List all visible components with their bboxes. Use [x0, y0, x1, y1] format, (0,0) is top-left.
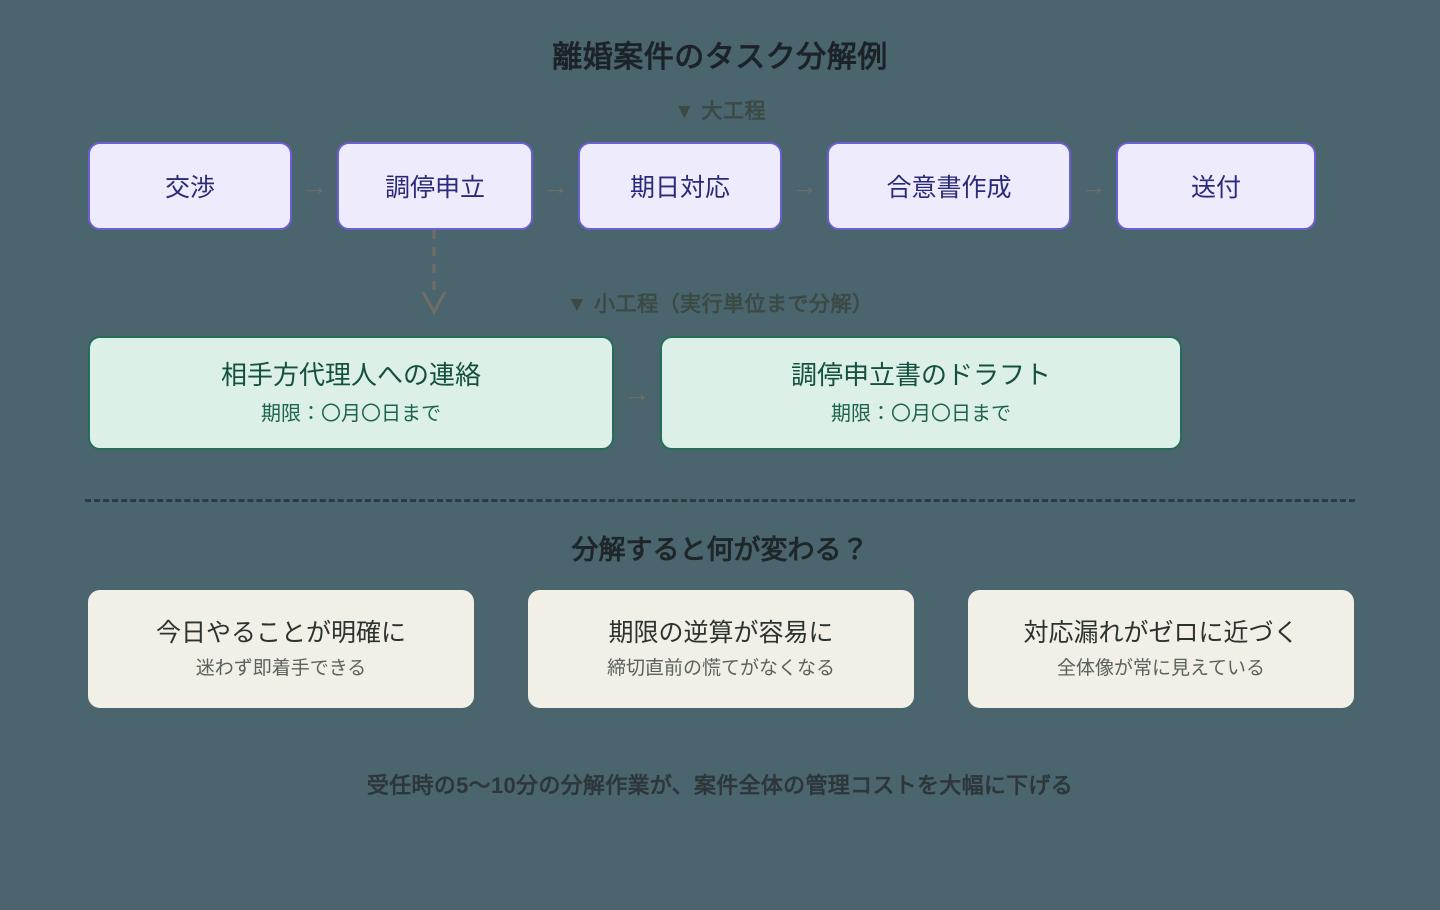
minor-step-title-1: 相手方代理人への連絡 [220, 359, 481, 390]
major-step-label-2: 調停申立 [384, 174, 485, 202]
arrow-right-icon-5: → [624, 378, 650, 408]
benefit-card-1[interactable]: 今日やることが明確に 迷わず即着手できる [88, 590, 474, 708]
major-step-box-3[interactable]: 期日対応 [578, 142, 782, 230]
major-steps-row: 交渉 → 調停申立 → 期日対応 → 合意書作成 → 送付 [88, 140, 1316, 232]
benefit-detail-3: 全体像が常に見えている [1056, 658, 1266, 679]
major-step-box-1[interactable]: 交渉 [88, 142, 292, 230]
major-step-label-4: 合意書作成 [886, 174, 1012, 202]
major-step-label-5: 送付 [1190, 174, 1241, 202]
benefit-title-1: 今日やることが明確に [155, 619, 406, 647]
benefit-detail-2: 締切直前の慌てがなくなる [606, 658, 835, 679]
minor-steps-row: 相手方代理人への連絡 期限：〇月〇日まで → 調停申立書のドラフト 期限：〇月〇… [88, 336, 1182, 450]
benefits-heading: 分解すると何が変わる？ [571, 535, 869, 565]
section-divider [85, 499, 1355, 502]
minor-step-title-2: 調停申立書のドラフト [790, 359, 1051, 390]
minor-step-box-1[interactable]: 相手方代理人への連絡 期限：〇月〇日まで [88, 336, 614, 450]
benefit-card-2[interactable]: 期限の逆算が容易に 締切直前の慌てがなくなる [528, 590, 914, 708]
arrow-right-icon-2: → [542, 171, 569, 201]
arrow-right-icon-3: → [791, 171, 818, 201]
section-label-major: ▼ 大工程 [673, 100, 767, 123]
benefit-detail-1: 迷わず即着手できる [195, 658, 367, 679]
major-step-box-2[interactable]: 調停申立 [337, 142, 533, 230]
footer-note: 受任時の5〜10分の分解作業が、案件全体の管理コストを大幅に下げる [366, 773, 1074, 798]
major-step-box-5[interactable]: 送付 [1116, 142, 1316, 230]
arrow-right-icon-1: → [301, 171, 328, 201]
benefits-row: 今日やることが明確に 迷わず即着手できる 期限の逆算が容易に 締切直前の慌てがな… [88, 590, 1354, 708]
dashed-down-arrow-icon [412, 230, 456, 316]
major-step-box-4[interactable]: 合意書作成 [827, 142, 1071, 230]
benefit-title-2: 期限の逆算が容易に [608, 619, 834, 647]
section-label-minor: ▼ 小工程（実行単位まで分解） [566, 293, 874, 316]
benefit-card-3[interactable]: 対応漏れがゼロに近づく 全体像が常に見えている [968, 590, 1354, 708]
benefit-title-3: 対応漏れがゼロに近づく [1023, 619, 1299, 647]
page-title: 離婚案件のタスク分解例 [552, 41, 888, 74]
minor-step-deadline-1: 期限：〇月〇日まで [261, 403, 441, 426]
arrow-right-icon-4: → [1080, 171, 1107, 201]
minor-step-deadline-2: 期限：〇月〇日まで [831, 403, 1011, 426]
major-step-label-1: 交渉 [164, 174, 215, 202]
minor-step-box-2[interactable]: 調停申立書のドラフト 期限：〇月〇日まで [660, 336, 1182, 450]
major-step-label-3: 期日対応 [629, 174, 730, 202]
